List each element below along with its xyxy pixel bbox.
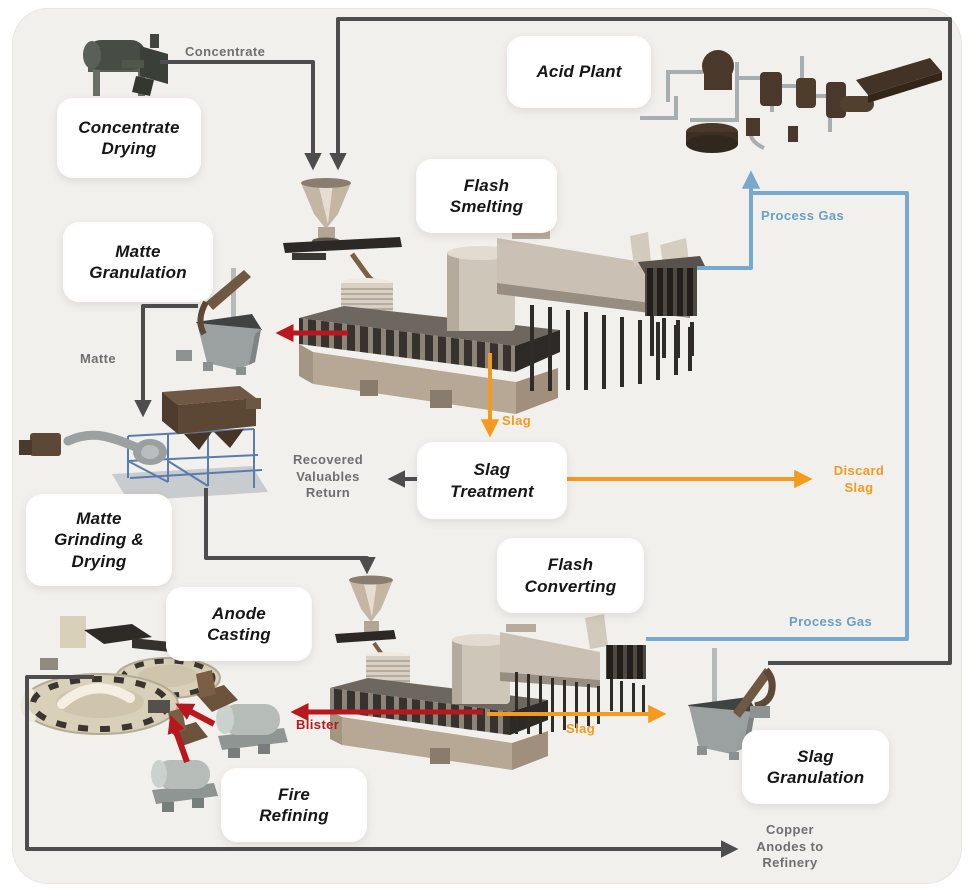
flow-label-discard-slag: Discard Slag [833,463,885,495]
flash-smelting-furnace-illustration [283,178,706,414]
flow-ground-matte-line [204,488,376,575]
flow-label-concentrate: Concentrate [185,44,266,59]
flow-label-process-gas-smelting: Process Gas [761,208,845,223]
process-box-flash-converting: Flash Converting [497,538,644,613]
anode-furnaces-illustration [151,670,288,812]
flow-recycle-slag-return-line [329,17,952,665]
concentrate-dryer-illustration [83,34,168,96]
process-box-slag-granulation: Slag Granulation [742,730,889,804]
flow-label-matte: Matte [80,351,116,366]
process-box-matte-grinding-drying: Matte Grinding & Drying [26,494,172,586]
flow-label-slag-smelting: Slag [502,413,532,428]
flow-concentrate-line [160,60,322,171]
process-box-acid-plant: Acid Plant [507,36,651,108]
flow-process-gas-smelting-line [697,170,761,270]
slag-granulation-launder-illustration [688,648,776,760]
flow-process-gas-converting-line [646,191,909,641]
process-box-flash-smelting: Flash Smelting [416,159,557,233]
flow-label-recovered-valuables-return: Recovered Valuables Return [292,452,364,501]
process-box-concentrate-drying: Concentrate Drying [57,98,201,178]
matte-granulation-launder-illustration [176,268,262,375]
process-box-matte-granulation: Matte Granulation [63,222,213,302]
flow-matte-line [134,304,198,418]
flow-label-slag-converting: Slag [566,721,596,736]
process-box-slag-treatment: Slag Treatment [417,442,567,519]
flow-fire-refining-to-casting-1 [175,703,216,727]
flow-label-copper-anodes-to-refinery: Copper Anodes to Refinery [756,822,824,871]
flow-label-process-gas-converting: Process Gas [789,614,873,629]
matte-grinding-plant-illustration [19,386,268,501]
process-box-anode-casting: Anode Casting [166,587,312,661]
acid-plant-vessels [686,50,942,153]
process-box-fire-refining: Fire Refining [221,768,367,842]
flow-copper-anodes-line [25,675,739,858]
flow-fire-refining-to-casting-2 [167,714,190,764]
flow-label-blister: Blister [296,717,340,732]
